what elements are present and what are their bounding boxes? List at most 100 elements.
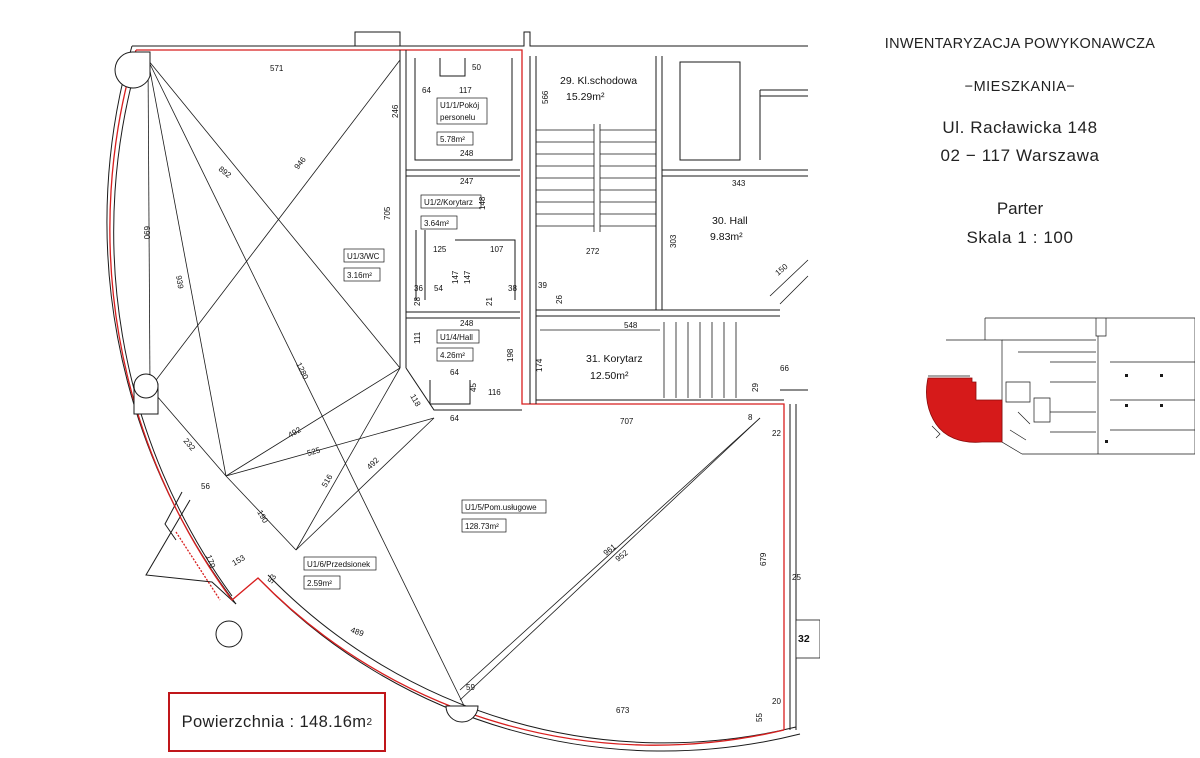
dim-64c: 64 <box>450 414 459 423</box>
dim-20: 20 <box>772 697 781 706</box>
dim-705: 705 <box>383 206 392 220</box>
room-u1-6: U1/6/Przedsionek 2.59m² <box>303 556 377 590</box>
room-29-area: 15.29m² <box>566 91 605 103</box>
dim-492b: 492 <box>365 455 381 471</box>
dim-150: 150 <box>774 262 790 278</box>
dim-489: 489 <box>349 625 365 638</box>
floor-label: Parter <box>996 199 1044 218</box>
dim-107: 107 <box>490 245 504 254</box>
dim-29: 29 <box>751 383 760 392</box>
outer-walls <box>106 31 808 752</box>
address-city: 02 − 117 Warszawa <box>940 146 1100 165</box>
dim-56: 56 <box>201 482 210 491</box>
columns <box>114 51 479 723</box>
dim-22: 22 <box>772 429 781 438</box>
room-30-name: 30. Hall <box>712 215 748 227</box>
dim-525: 525 <box>306 445 322 457</box>
dim-174: 174 <box>535 358 544 372</box>
total-area-label: Powierzchnia : 148.16m <box>181 712 367 731</box>
room-31-name: 31. Korytarz <box>586 353 643 365</box>
dim-25: 25 <box>792 573 801 582</box>
dim-26: 26 <box>555 295 564 304</box>
room-u1-6-area: 2.59m² <box>307 579 332 588</box>
room-29: 29. Kl.schodowa 15.29m² <box>560 75 637 103</box>
dim-118: 118 <box>408 393 422 409</box>
dim-571: 571 <box>270 64 284 73</box>
dim-548: 548 <box>624 321 638 330</box>
unit-outline <box>109 49 785 746</box>
dim-54: 54 <box>434 284 443 293</box>
dim-248b: 248 <box>460 319 474 328</box>
floor-plan: U1/1/Pokój personelu 5.78m² U1/2/Korytar… <box>106 31 820 752</box>
measurement-lines <box>147 59 761 719</box>
project-title: INWENTARYZACJA POWYKONAWCZA <box>884 36 1156 52</box>
dim-246: 246 <box>391 104 400 118</box>
dim-38: 38 <box>508 284 517 293</box>
room-32-label: 32 <box>798 633 810 645</box>
room-u1-4-area: 4.26m² <box>440 351 465 360</box>
dim-50: 50 <box>472 63 481 72</box>
dim-673: 673 <box>616 706 630 715</box>
room-u1-6-name: U1/6/Przedsionek <box>307 560 371 569</box>
dim-343: 343 <box>732 179 746 188</box>
dim-55: 55 <box>755 713 764 722</box>
dim-125: 125 <box>433 245 447 254</box>
room-u1-5: U1/5/Pom.usługowe 128.73m² <box>461 499 547 533</box>
dim-198: 198 <box>506 348 515 362</box>
room-u1-2-area: 3.64m² <box>424 219 449 228</box>
room-31-area: 12.50m² <box>590 370 629 382</box>
dim-147b: 147 <box>463 270 472 284</box>
dim-153: 153 <box>231 553 248 568</box>
dim-64a: 64 <box>422 86 431 95</box>
room-u1-5-area: 128.73m² <box>465 522 499 531</box>
dim-64b: 64 <box>450 368 459 377</box>
room-u1-2-name: U1/2/Korytarz <box>424 198 473 207</box>
unit-highlight <box>926 377 1003 443</box>
room-u1-3-area: 3.16m² <box>347 271 372 280</box>
dim-566: 566 <box>541 90 550 104</box>
address-street: Ul. Racławicka 148 <box>942 118 1098 137</box>
room-u1-1-area: 5.78m² <box>440 135 465 144</box>
dim-232: 232 <box>181 437 197 453</box>
dim-36: 36 <box>414 284 423 293</box>
dim-939: 939 <box>174 275 185 290</box>
dim-148: 148 <box>478 196 487 210</box>
room-u1-1: U1/1/Pokój personelu 5.78m² <box>436 97 488 146</box>
dim-8: 8 <box>748 413 753 422</box>
room-u1-2: U1/2/Korytarz 3.64m² <box>420 194 482 230</box>
room-u1-1-name: U1/1/Pokój <box>440 101 479 110</box>
dim-116: 116 <box>488 388 501 397</box>
room-u1-5-name: U1/5/Pom.usługowe <box>465 503 537 512</box>
dim-28: 28 <box>413 297 422 306</box>
project-subtitle: −MIESZKANIA− <box>964 79 1076 95</box>
key-plan <box>926 317 1195 455</box>
dim-272: 272 <box>586 247 600 256</box>
dim-45: 45 <box>469 383 478 392</box>
room-32-marker <box>795 619 820 659</box>
dim-707: 707 <box>620 417 634 426</box>
room-u1-3: U1/3/WC 3.16m² <box>343 248 385 282</box>
total-area-unit-sup: 2 <box>366 716 373 728</box>
dim-303: 303 <box>669 234 678 248</box>
dim-39: 39 <box>538 281 547 290</box>
room-u1-3-name: U1/3/WC <box>347 252 380 261</box>
dim-492a: 492 <box>287 425 304 440</box>
dim-892: 892 <box>217 164 233 180</box>
scale-label: Skala 1 : 100 <box>966 228 1074 247</box>
dim-248a: 248 <box>460 149 474 158</box>
dim-247: 247 <box>460 177 474 186</box>
dim-946: 946 <box>292 155 308 171</box>
stairs <box>536 124 809 398</box>
dim-690: 690 <box>142 226 151 240</box>
dim-66: 66 <box>780 364 789 373</box>
dim-21: 21 <box>485 297 494 306</box>
dimension-labels: 571 892 946 690 939 1280 492 525 492 516… <box>142 63 801 722</box>
dim-190: 190 <box>255 509 270 526</box>
room-u1-4: U1/4/Hall 4.26m² <box>436 329 480 362</box>
room-u1-1-name2: personelu <box>440 113 475 122</box>
dim-59: 59 <box>466 683 475 692</box>
room-30: 30. Hall 9.83m² <box>710 215 748 243</box>
dim-1280: 1280 <box>294 361 310 381</box>
dim-111: 111 <box>413 331 422 344</box>
